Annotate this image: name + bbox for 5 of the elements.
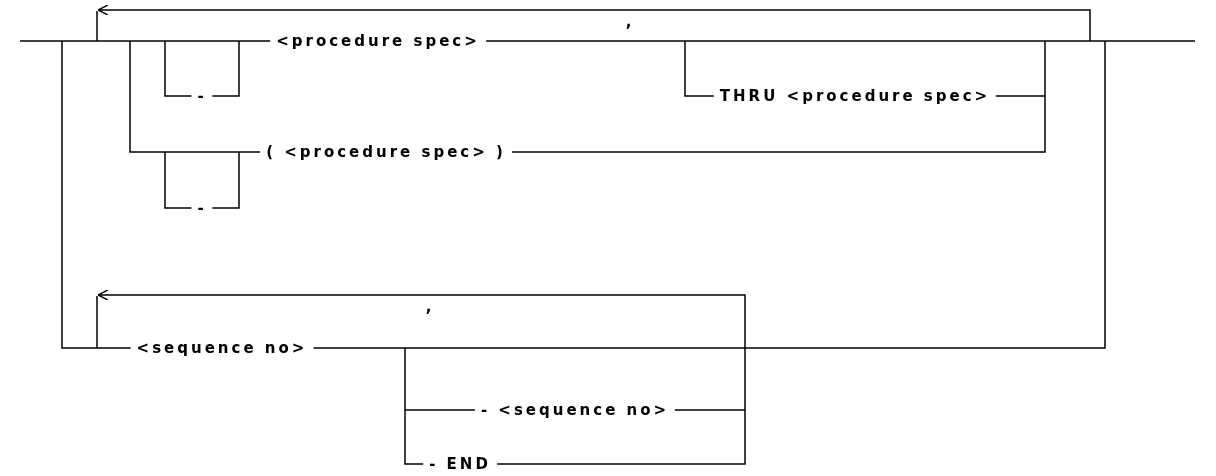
syntax-term: <procedure spec>	[270, 32, 486, 50]
comma-separator: ,	[424, 298, 436, 316]
syntax-term: THRU <procedure spec>	[713, 87, 997, 105]
comma-separator: ,	[624, 13, 636, 31]
syntax-term: ( <procedure spec> )	[260, 143, 512, 161]
